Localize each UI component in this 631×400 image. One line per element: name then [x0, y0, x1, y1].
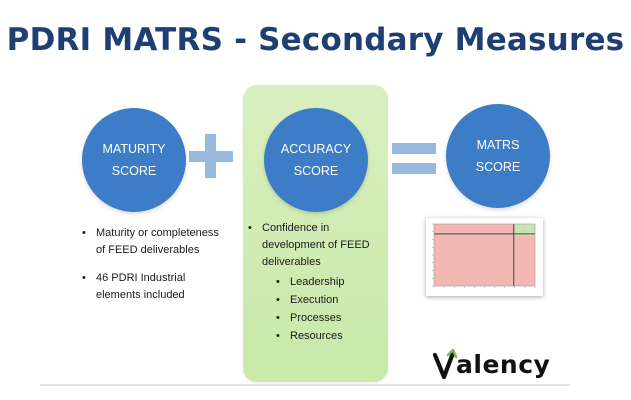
plus-horizontal-bar	[189, 151, 233, 162]
list-item: Confidence in development of FEED delive…	[248, 220, 388, 345]
accuracy-sub-list: Leadership Execution Processes Resources	[262, 273, 388, 345]
accuracy-label: ACCURACY	[280, 142, 352, 156]
equals-top-bar	[392, 143, 436, 154]
valency-v-arrow-icon	[432, 349, 458, 380]
maturity-label: MATURITY	[102, 142, 166, 156]
matrs-chart-icon	[432, 223, 536, 288]
matrs-score-circle: MATRS SCORE	[446, 104, 550, 208]
list-item: Execution	[276, 291, 388, 309]
list-item: Processes	[276, 309, 388, 327]
equals-bottom-bar	[392, 163, 436, 174]
list-item: Resources	[276, 327, 388, 345]
matrs-score-label: SCORE	[475, 160, 521, 174]
valency-logo-text: alency	[456, 350, 551, 379]
maturity-score-label: SCORE	[111, 164, 157, 178]
matrs-label: MATRS	[476, 138, 520, 152]
list-item: 46 PDRI Industrial elements included	[82, 270, 222, 304]
matrs-chart-thumbnail	[426, 218, 543, 296]
list-item: Leadership	[276, 273, 388, 291]
accuracy-score-label: SCORE	[293, 164, 339, 178]
accuracy-main-bullet: Confidence in development of FEED delive…	[262, 222, 370, 268]
list-item: Maturity or completeness of FEED deliver…	[82, 225, 222, 259]
accuracy-bullet-list: Confidence in development of FEED delive…	[248, 220, 388, 345]
thumbnail-green-zone	[513, 224, 535, 236]
maturity-score-circle: MATURITY SCORE	[82, 108, 186, 212]
accuracy-score-circle: ACCURACY SCORE	[264, 108, 368, 212]
bottom-divider	[40, 384, 570, 386]
maturity-bullet-list: Maturity or completeness of FEED deliver…	[82, 225, 222, 315]
page-title: PDRI MATRS - Secondary Measures	[6, 22, 625, 58]
